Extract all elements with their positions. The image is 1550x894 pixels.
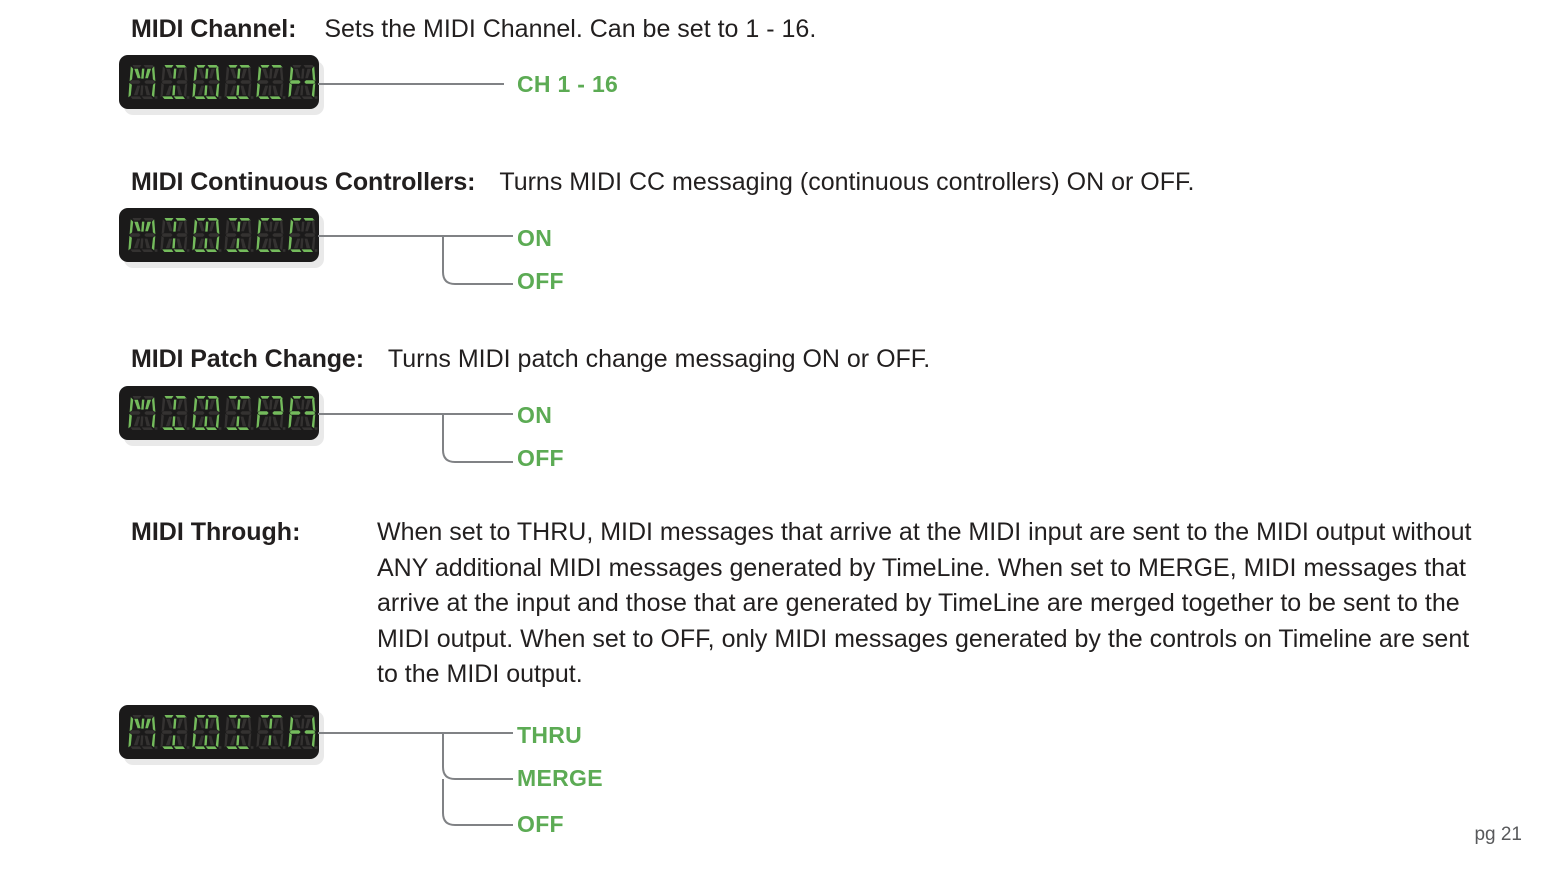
connector-midi-through bbox=[318, 719, 518, 844]
led-segment-char-c bbox=[288, 218, 318, 252]
led-segment-char-i bbox=[224, 218, 254, 252]
midi-patch-term: MIDI Patch Change: bbox=[131, 345, 364, 373]
connector-midi-cc bbox=[318, 222, 518, 297]
led-segment-char-h bbox=[288, 65, 318, 99]
led-segment-char-i bbox=[224, 396, 254, 430]
connector-midi-channel bbox=[318, 70, 508, 100]
section-midi-patch-change: MIDI Patch Change: Turns MIDI patch chan… bbox=[131, 344, 930, 375]
led-segment-char-i bbox=[160, 715, 190, 749]
section-midi-cc: MIDI Continuous Controllers: Turns MIDI … bbox=[131, 167, 1194, 198]
midi-channel-term: MIDI Channel: bbox=[131, 15, 297, 43]
connector-branch-icon bbox=[318, 235, 513, 285]
page-number: pg 21 bbox=[1474, 824, 1522, 845]
led-display-midipa[interactable] bbox=[119, 386, 319, 440]
connector-line-icon bbox=[318, 83, 504, 85]
option-label-through-merge[interactable]: MERGE bbox=[517, 765, 603, 791]
led-segment-char-c bbox=[256, 218, 286, 252]
led-char bbox=[224, 63, 255, 101]
led-char bbox=[256, 713, 287, 751]
led-segment-char-d bbox=[192, 715, 222, 749]
midi-channel-description: Sets the MIDI Channel. Can be set to 1 -… bbox=[324, 15, 817, 43]
led-segment-char-i bbox=[224, 715, 254, 749]
led-char bbox=[224, 216, 255, 254]
led-segment-char-d bbox=[192, 218, 222, 252]
option-label-patch-off[interactable]: OFF bbox=[517, 445, 564, 471]
led-char bbox=[288, 63, 319, 101]
led-segment-char-a bbox=[288, 396, 318, 430]
led-segment-char-p bbox=[256, 396, 286, 430]
midi-patch-headline: MIDI Patch Change: Turns MIDI patch chan… bbox=[131, 344, 930, 375]
connector-midi-patch-change bbox=[318, 400, 518, 475]
midi-patch-description: Turns MIDI patch change messaging ON or … bbox=[387, 345, 931, 373]
option-label-through-off[interactable]: OFF bbox=[517, 811, 564, 837]
led-char bbox=[288, 216, 319, 254]
led-display-midicc[interactable] bbox=[119, 208, 319, 262]
led-char bbox=[256, 63, 287, 101]
led-segment-char-i bbox=[160, 218, 190, 252]
option-label-ch-1-16[interactable]: CH 1 - 16 bbox=[517, 71, 619, 97]
option-label-through-thru[interactable]: THRU bbox=[517, 722, 583, 748]
option-label-cc-off[interactable]: OFF bbox=[517, 268, 564, 294]
led-segment-char-t bbox=[256, 715, 286, 749]
led-segment-char-i bbox=[160, 396, 190, 430]
option-label-cc-on[interactable]: ON bbox=[517, 225, 553, 251]
option-label-patch-on[interactable]: ON bbox=[517, 402, 553, 428]
led-segment-char-m bbox=[128, 396, 158, 430]
led-char bbox=[128, 216, 159, 254]
led-char bbox=[160, 713, 191, 751]
midi-cc-term: MIDI Continuous Controllers: bbox=[131, 168, 476, 196]
led-segment-char-m bbox=[128, 65, 158, 99]
led-char bbox=[192, 63, 223, 101]
led-char bbox=[192, 216, 223, 254]
led-char bbox=[160, 63, 191, 101]
midi-cc-description: Turns MIDI CC messaging (continuous cont… bbox=[499, 168, 1195, 196]
led-segment-char-c bbox=[256, 65, 286, 99]
led-char bbox=[128, 713, 159, 751]
midi-cc-headline: MIDI Continuous Controllers: Turns MIDI … bbox=[131, 167, 1194, 198]
led-char bbox=[224, 713, 255, 751]
midi-through-term: MIDI Through: bbox=[131, 518, 301, 546]
led-char bbox=[256, 216, 287, 254]
led-char bbox=[224, 394, 255, 432]
midi-through-description: When set to THRU, MIDI messages that arr… bbox=[377, 518, 1472, 688]
connector-branch-icon bbox=[318, 413, 513, 463]
section-midi-channel: MIDI Channel: Sets the MIDI Channel. Can… bbox=[131, 14, 816, 45]
led-segment-char-d bbox=[192, 65, 222, 99]
led-char bbox=[192, 713, 223, 751]
led-segment-char-h bbox=[288, 715, 318, 749]
led-display-midichannel[interactable] bbox=[119, 55, 319, 109]
midi-channel-headline: MIDI Channel: Sets the MIDI Channel. Can… bbox=[131, 14, 816, 45]
led-char bbox=[128, 63, 159, 101]
led-char bbox=[192, 394, 223, 432]
led-segment-char-m bbox=[128, 715, 158, 749]
connector-branch-icon bbox=[318, 732, 513, 826]
led-char bbox=[160, 394, 191, 432]
led-display-midith[interactable] bbox=[119, 705, 319, 759]
led-char bbox=[256, 394, 287, 432]
led-char bbox=[128, 394, 159, 432]
led-char bbox=[160, 216, 191, 254]
led-segment-char-i bbox=[160, 65, 190, 99]
led-segment-char-i bbox=[224, 65, 254, 99]
led-segment-char-m bbox=[128, 218, 158, 252]
led-segment-char-d bbox=[192, 396, 222, 430]
led-char bbox=[288, 713, 319, 751]
led-char bbox=[288, 394, 319, 432]
